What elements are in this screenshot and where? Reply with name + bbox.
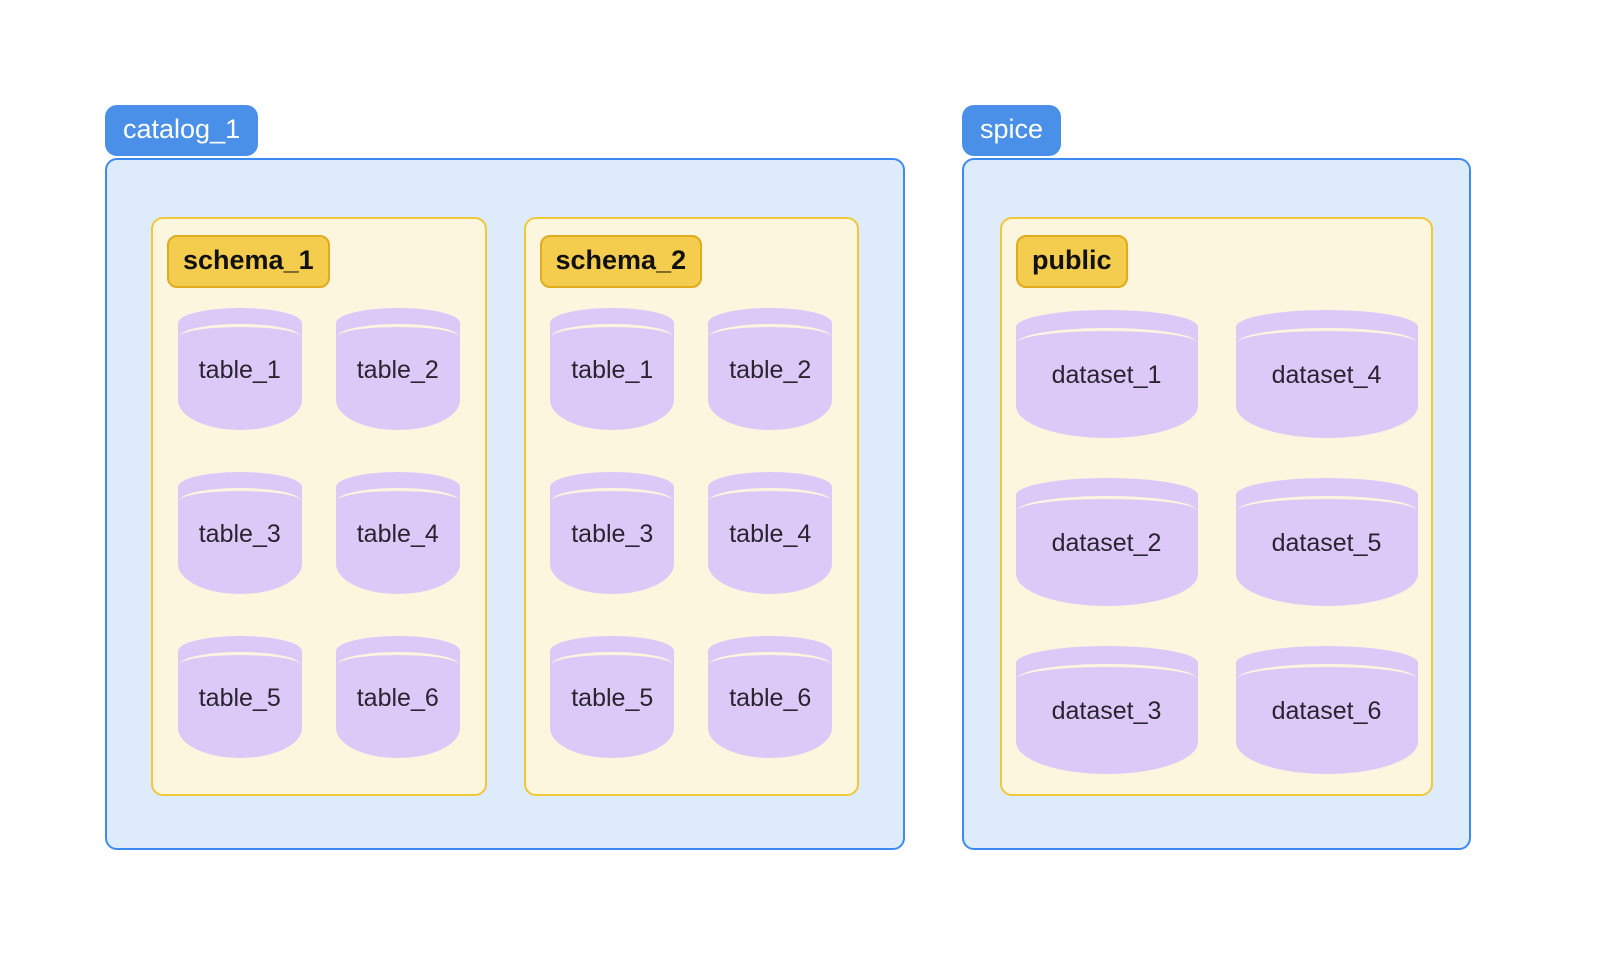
cylinder-top-icon — [550, 308, 675, 338]
cylinder-label: dataset_2 — [1051, 529, 1162, 558]
cylinder-body-icon — [550, 651, 675, 758]
cylinder-label: table_5 — [198, 684, 281, 713]
cylinder-table-5[interactable]: table_5 — [177, 636, 302, 758]
group-catalog-1: catalog_1 schema_1 table_1 — [105, 105, 905, 850]
group-body-catalog-1: schema_1 table_1 table_2 — [105, 158, 905, 850]
cylinder-dataset-2[interactable]: dataset_2 — [1015, 478, 1198, 606]
cylinder-top-icon — [1235, 646, 1418, 680]
cylinder-body-icon — [1235, 663, 1418, 774]
cylinder-label: table_5 — [571, 684, 654, 713]
cylinder-table-3[interactable]: table_3 — [550, 472, 675, 594]
cylinder-dataset-5[interactable]: dataset_5 — [1235, 478, 1418, 606]
cylinder-top-icon — [708, 636, 833, 666]
schema-label-schema-2: schema_2 — [539, 235, 703, 288]
cylinder-top-icon — [550, 472, 675, 502]
cylinder-label: table_4 — [356, 520, 439, 549]
cylinder-grid-schema-2: table_1 table_2 table_3 — [526, 308, 858, 758]
group-body-spice: public dataset_1 dataset_4 — [962, 158, 1471, 850]
cylinder-label: dataset_5 — [1271, 529, 1382, 558]
cylinder-body-icon — [1015, 663, 1198, 774]
cylinder-body-icon — [1015, 495, 1198, 606]
cylinder-dataset-3[interactable]: dataset_3 — [1015, 646, 1198, 774]
cylinder-label: dataset_6 — [1271, 697, 1382, 726]
schema-box-schema-2: schema_2 table_1 table_2 — [523, 217, 859, 796]
cylinder-top-icon — [550, 636, 675, 666]
cylinder-body-icon — [177, 323, 302, 430]
cylinder-top-icon — [335, 636, 460, 666]
cylinder-top-icon — [177, 472, 302, 502]
cylinder-label: table_1 — [571, 356, 654, 385]
cylinder-table-6[interactable]: table_6 — [335, 636, 460, 758]
cylinder-label: dataset_3 — [1051, 697, 1162, 726]
cylinder-body-icon — [1015, 327, 1198, 438]
cylinder-body-icon — [335, 651, 460, 758]
cylinder-top-icon — [177, 308, 302, 338]
group-inner-catalog-1: schema_1 table_1 table_2 — [107, 160, 903, 848]
cylinder-body-icon — [335, 323, 460, 430]
cylinder-table-6[interactable]: table_6 — [708, 636, 833, 758]
group-spice: spice public dataset_1 — [962, 105, 1471, 850]
cylinder-top-icon — [708, 308, 833, 338]
cylinder-label: table_2 — [729, 356, 812, 385]
cylinder-body-icon — [335, 487, 460, 594]
cylinder-table-4[interactable]: table_4 — [335, 472, 460, 594]
cylinder-top-icon — [1015, 310, 1198, 344]
schema-label-public: public — [1016, 235, 1128, 288]
cylinder-body-icon — [550, 487, 675, 594]
cylinder-label: dataset_4 — [1271, 361, 1382, 390]
cylinder-top-icon — [1235, 310, 1418, 344]
cylinder-dataset-6[interactable]: dataset_6 — [1235, 646, 1418, 774]
cylinder-grid-public: dataset_1 dataset_4 dataset_ — [1002, 310, 1431, 774]
cylinder-table-2[interactable]: table_2 — [708, 308, 833, 430]
cylinder-top-icon — [1015, 646, 1198, 680]
cylinder-top-icon — [708, 472, 833, 502]
cylinder-body-icon — [550, 323, 675, 430]
cylinder-label: dataset_1 — [1051, 361, 1162, 390]
cylinder-label: table_1 — [198, 356, 281, 385]
cylinder-top-icon — [1015, 478, 1198, 512]
cylinder-table-3[interactable]: table_3 — [177, 472, 302, 594]
cylinder-body-icon — [708, 487, 833, 594]
cylinder-dataset-1[interactable]: dataset_1 — [1015, 310, 1198, 438]
cylinder-dataset-4[interactable]: dataset_4 — [1235, 310, 1418, 438]
group-label-spice: spice — [962, 105, 1062, 156]
cylinder-body-icon — [708, 651, 833, 758]
group-inner-spice: public dataset_1 dataset_4 — [964, 160, 1469, 848]
schema-box-schema-1: schema_1 table_1 table_2 — [151, 217, 487, 796]
cylinder-table-4[interactable]: table_4 — [708, 472, 833, 594]
cylinder-body-icon — [1235, 327, 1418, 438]
cylinder-grid-schema-1: table_1 table_2 table_3 — [153, 308, 485, 758]
cylinder-body-icon — [1235, 495, 1418, 606]
cylinder-label: table_6 — [729, 684, 812, 713]
cylinder-body-icon — [708, 323, 833, 430]
cylinder-top-icon — [335, 308, 460, 338]
cylinder-table-1[interactable]: table_1 — [550, 308, 675, 430]
cylinder-body-icon — [177, 651, 302, 758]
cylinder-top-icon — [177, 636, 302, 666]
schema-box-public: public dataset_1 dataset_4 — [1000, 217, 1433, 796]
cylinder-table-5[interactable]: table_5 — [550, 636, 675, 758]
cylinder-label: table_6 — [356, 684, 439, 713]
cylinder-label: table_3 — [571, 520, 654, 549]
cylinder-top-icon — [1235, 478, 1418, 512]
cylinder-top-icon — [335, 472, 460, 502]
cylinder-label: table_3 — [198, 520, 281, 549]
group-label-catalog-1: catalog_1 — [105, 105, 259, 156]
cylinder-table-1[interactable]: table_1 — [177, 308, 302, 430]
cylinder-table-2[interactable]: table_2 — [335, 308, 460, 430]
cylinder-label: table_2 — [356, 356, 439, 385]
cylinder-body-icon — [177, 487, 302, 594]
schema-label-schema-1: schema_1 — [167, 235, 330, 288]
cylinder-label: table_4 — [729, 520, 812, 549]
